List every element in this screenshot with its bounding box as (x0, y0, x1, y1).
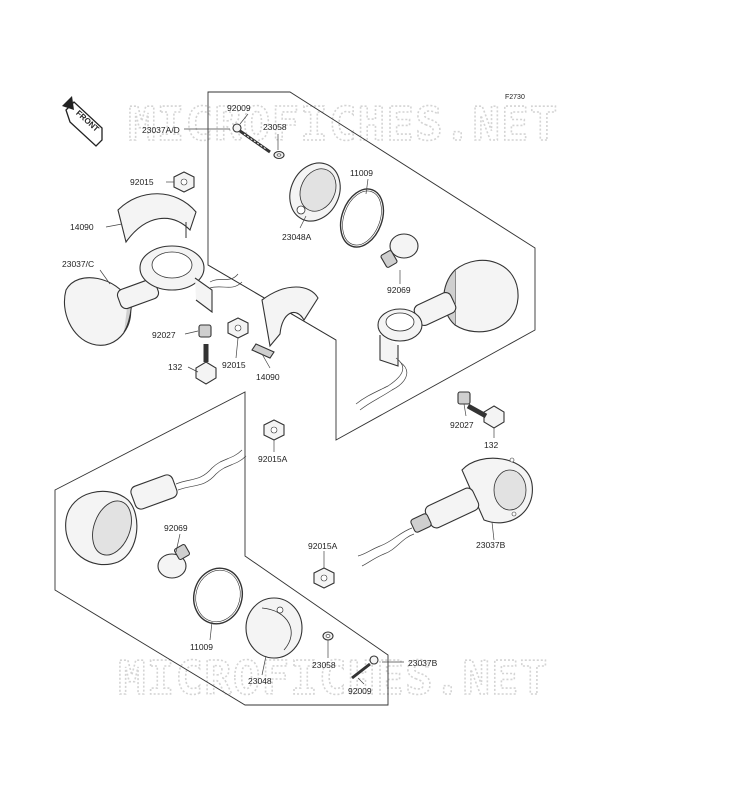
label-92009-top: 92009 (227, 103, 251, 113)
lower-left-assembly-box (54, 391, 389, 706)
turn-signal-23037c-left (64, 245, 243, 346)
label-92009-bottom: 92009 (348, 686, 372, 696)
screw-92009-top (232, 123, 271, 154)
label-132-left: 132 (168, 362, 182, 372)
turn-signal-23037b-right (357, 457, 533, 567)
label-23058-top: 23058 (263, 122, 287, 132)
nut-92015-center (227, 317, 249, 339)
label-23058-bottom: 23058 (312, 660, 336, 670)
label-92015-a: 92015 (130, 177, 154, 187)
gasket-11009-bottom (193, 567, 243, 625)
watermark-bottom: MICROFICHES.NET (118, 651, 548, 705)
front-arrow-icon: FRONT (62, 96, 103, 147)
label-23037a-d: 23037A/D (142, 125, 180, 135)
label-92015a-bottom: 92015A (308, 541, 338, 551)
label-14090-b: 14090 (256, 372, 280, 382)
label-23037b-right: 23037B (476, 540, 506, 550)
bracket-14090-center (251, 286, 319, 359)
bushing-92027-right (457, 391, 471, 405)
bulb-92069-top (380, 233, 419, 268)
label-92069-top: 92069 (387, 285, 411, 295)
label-23037b-bottom: 23037B (408, 658, 438, 668)
label-23048: 23048 (248, 676, 272, 686)
turn-signal-23037-lower-left (65, 449, 247, 566)
washer-23058-bottom (322, 631, 334, 641)
label-23048a: 23048A (282, 232, 312, 242)
figure-ref-code: F2730 (505, 94, 525, 101)
screw-92009-bottom (351, 655, 379, 680)
bolt-132-right (466, 403, 505, 429)
lens-23048 (245, 597, 303, 659)
label-11009-top: 11009 (350, 168, 373, 178)
lens-23048a (289, 162, 341, 222)
watermark-top: MICROFICHES.NET (128, 97, 558, 151)
label-92027-right: 92027 (450, 420, 474, 430)
label-92015-b: 92015 (222, 360, 246, 370)
bulb-92069-bottom (157, 543, 191, 579)
gasket-11009-top (339, 188, 385, 248)
label-92015a-top: 92015A (258, 454, 288, 464)
nut-92015a-top (263, 419, 285, 441)
washer-23058-top (273, 150, 285, 160)
nut-92015-top (173, 171, 195, 193)
turn-signal-23037-right (355, 259, 519, 411)
nut-92015a-bottom (313, 567, 335, 589)
label-92027-left: 92027 (152, 330, 176, 340)
label-132-right: 132 (484, 440, 498, 450)
bracket-14090-left (117, 193, 197, 244)
bushing-92027-left (198, 324, 212, 338)
label-11009-bottom: 11009 (190, 642, 213, 652)
label-23037c: 23037/C (62, 259, 94, 269)
bolt-132-left (195, 344, 217, 385)
label-92069-bottom: 92069 (164, 523, 188, 533)
label-14090-a: 14090 (70, 222, 94, 232)
